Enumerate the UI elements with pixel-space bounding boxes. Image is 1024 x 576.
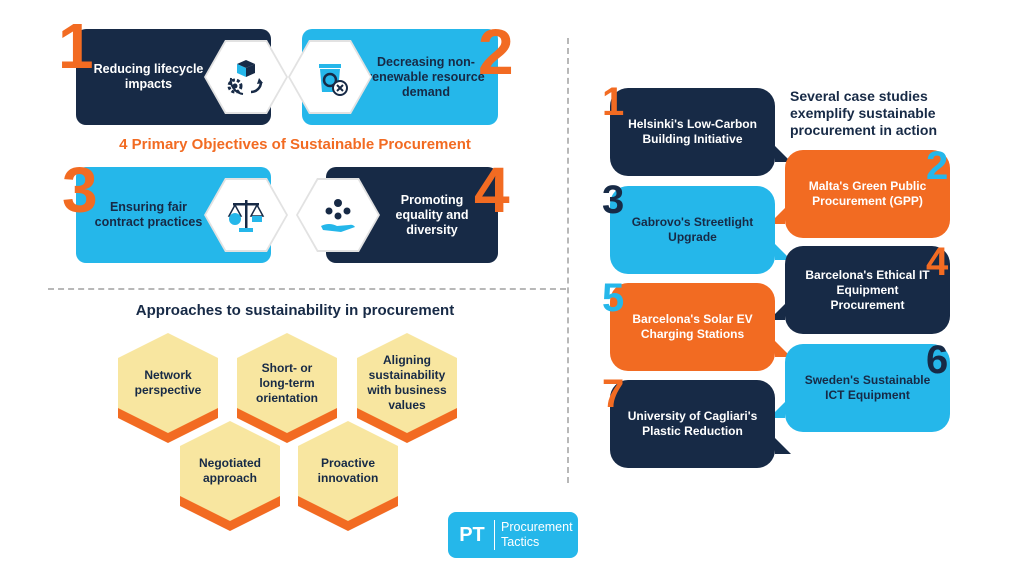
objective-number-2: 2 [478, 16, 514, 88]
case-study-label-3: Gabrovo's Streetlight Upgrade [610, 186, 775, 274]
people-hand-icon [321, 199, 355, 232]
logo-line-2: Tactics [501, 535, 540, 549]
case-study-number-1: 1 [602, 80, 625, 124]
approach-hex-4: Negotiated approach [180, 421, 280, 531]
recycle-bin-icon [319, 64, 348, 96]
logo-divider [494, 520, 495, 550]
case-study-2: Malta's Green Public Procurement (GPP) [769, 150, 950, 238]
scale-balance-icon [227, 200, 265, 232]
case-study-3: Gabrovo's Streetlight Upgrade [610, 186, 791, 274]
objective-hex-2 [288, 40, 372, 114]
case-study-label-4: Barcelona's Ethical IT Equipment Procure… [785, 246, 950, 334]
case-study-number-4: 4 [926, 240, 949, 284]
case-study-4: Barcelona's Ethical IT Equipment Procure… [769, 246, 950, 334]
procurement-tactics-logo: PT Procurement Tactics [448, 512, 578, 558]
case-study-5: Barcelona's Solar EV Charging Stations [610, 283, 791, 371]
objective-hex-3 [204, 178, 288, 252]
approach-hex-2: Short- or long-term orientation [237, 333, 337, 443]
objective-hex-4 [296, 178, 380, 252]
case-study-label-1: Helsinki's Low-Carbon Building Initiativ… [610, 88, 775, 176]
case-studies-title: Several case studies exemplify sustainab… [790, 88, 938, 138]
vertical-divider [567, 38, 569, 483]
approach-hex-1: Network perspective [118, 333, 218, 443]
case-study-7: University of Cagliari's Plastic Reducti… [610, 380, 791, 468]
case-study-label-5: Barcelona's Solar EV Charging Stations [610, 283, 775, 371]
case-study-number-2: 2 [926, 144, 949, 188]
logo-line-1: Procurement [501, 520, 573, 534]
objective-number-3: 3 [62, 154, 98, 226]
objective-label-3: Ensuring fair contract practices [94, 200, 203, 229]
logo-mark: PT [459, 523, 485, 546]
case-study-label-6: Sweden's Sustainable ICT Equipment [785, 344, 950, 432]
case-study-label-2: Malta's Green Public Procurement (GPP) [785, 150, 950, 238]
objective-number-1: 1 [58, 10, 94, 82]
case-study-label-7: University of Cagliari's Plastic Reducti… [610, 380, 775, 468]
logo-wordmark: Procurement Tactics [501, 520, 573, 550]
case-study-number-3: 3 [602, 178, 625, 222]
objective-hex-1 [204, 40, 288, 114]
approach-hex-3: Aligning sustainability with business va… [357, 333, 457, 443]
case-study-number-7: 7 [602, 372, 625, 416]
approach-hex-5: Proactive innovation [298, 421, 398, 531]
approaches-title: Approaches to sustainability in procurem… [135, 302, 455, 319]
lifecycle-box-icon [227, 60, 263, 95]
objective-label-2: Decreasing non-renewable resource demand [367, 54, 485, 99]
horizontal-divider [48, 288, 566, 290]
objective-label-1: Reducing lifecycle impacts [93, 62, 204, 91]
objective-label-4: Promoting equality and diversity [395, 192, 469, 237]
objective-number-4: 4 [474, 154, 510, 226]
case-study-number-5: 5 [602, 276, 625, 320]
objectives-title: 4 Primary Objectives of Sustainable Proc… [119, 136, 471, 153]
case-study-6: Sweden's Sustainable ICT Equipment [769, 344, 950, 432]
case-study-number-6: 6 [926, 338, 949, 382]
case-study-1: Helsinki's Low-Carbon Building Initiativ… [610, 88, 791, 176]
